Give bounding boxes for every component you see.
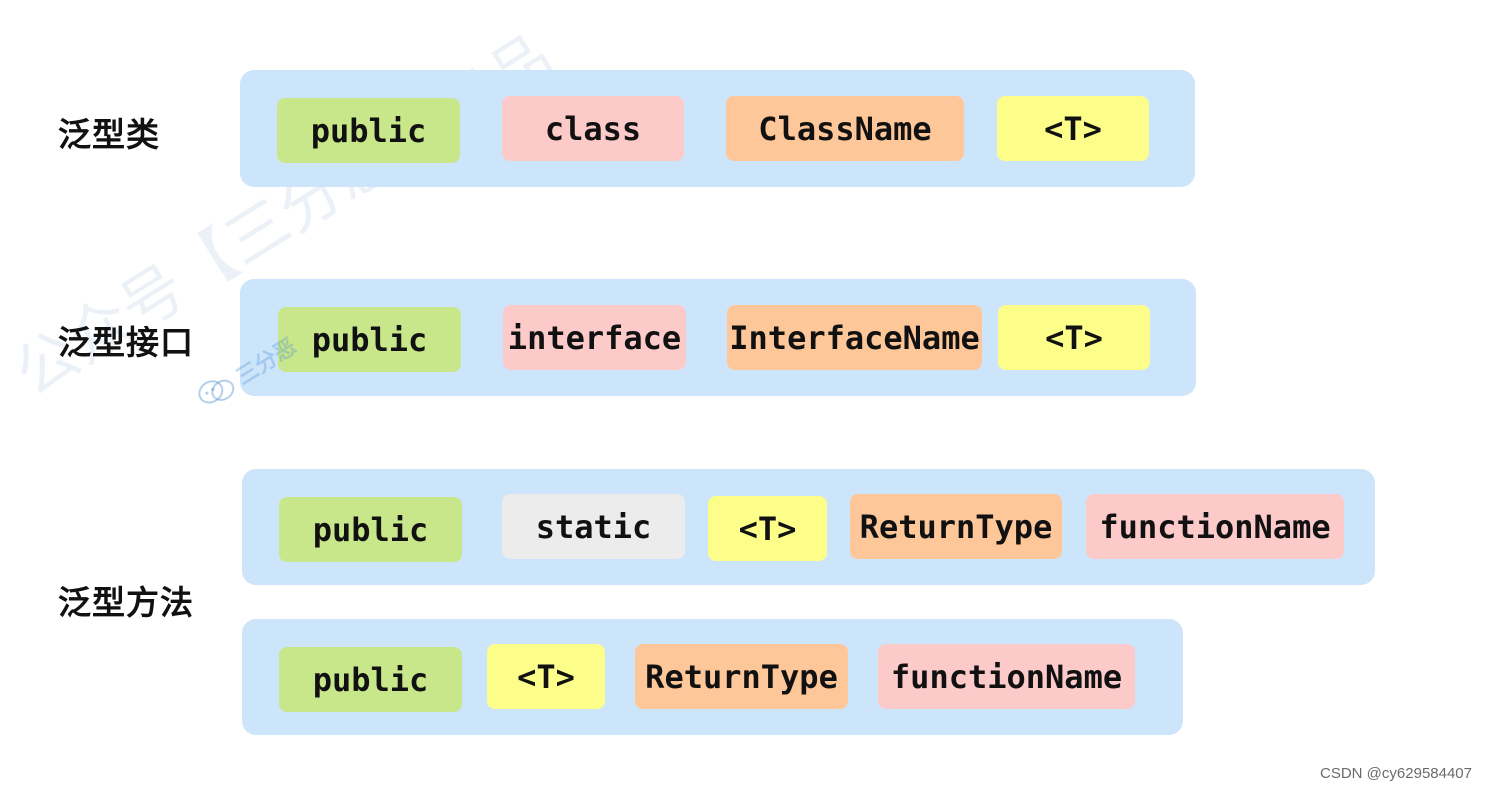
generic-interface-row: public interface InterfaceName <T>: [240, 279, 1196, 396]
token-return-type: ReturnType: [635, 644, 848, 709]
token-public: public: [278, 307, 461, 372]
token-type-parameter: <T>: [997, 96, 1149, 161]
chat-bubbles-icon: [198, 379, 235, 404]
token-public: public: [277, 98, 460, 163]
token-class-name: ClassName: [726, 96, 964, 161]
token-type-parameter: <T>: [708, 496, 827, 561]
label-generic-interface: 泛型接口: [58, 323, 194, 362]
label-generic-class: 泛型类: [58, 115, 160, 154]
token-interface-name: InterfaceName: [727, 305, 982, 370]
footer-credit: CSDN @cy629584407: [1320, 765, 1472, 782]
token-return-type: ReturnType: [850, 494, 1062, 559]
token-static-keyword: static: [502, 494, 685, 559]
token-class-keyword: class: [502, 96, 684, 161]
token-public: public: [279, 497, 462, 562]
generic-class-row: public class ClassName <T>: [240, 70, 1195, 187]
token-interface-keyword: interface: [503, 305, 686, 370]
token-function-name: functionName: [1086, 494, 1344, 559]
token-type-parameter: <T>: [487, 644, 605, 709]
token-function-name: functionName: [878, 644, 1135, 709]
generic-method-row: public <T> ReturnType functionName: [242, 619, 1183, 735]
token-type-parameter: <T>: [998, 305, 1150, 370]
label-generic-method: 泛型方法: [58, 583, 194, 622]
generic-static-method-row: public static <T> ReturnType functionNam…: [242, 469, 1375, 585]
token-public: public: [279, 647, 462, 712]
